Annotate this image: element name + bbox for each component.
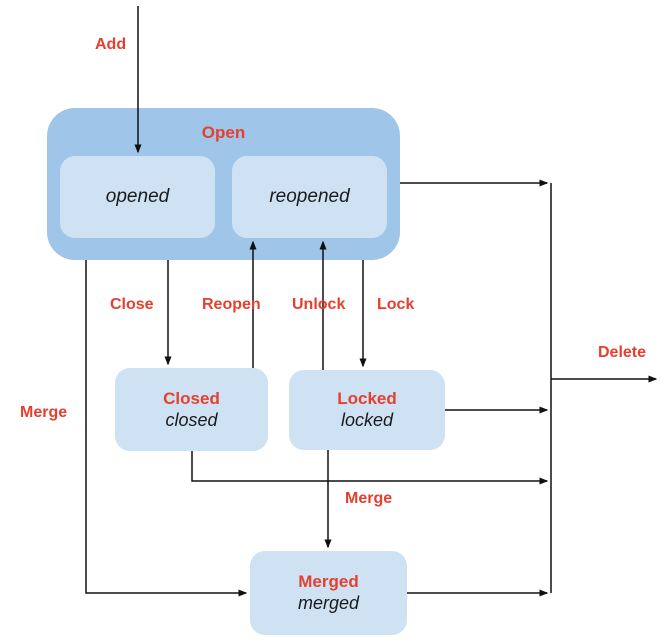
transition-label-add: Add bbox=[95, 36, 127, 53]
transition-label-merge-bottom: Merge bbox=[345, 490, 393, 507]
transition-label-delete: Delete bbox=[598, 344, 647, 361]
state-opened: opened bbox=[60, 156, 215, 238]
closed-to-delete-bus-arrow bbox=[191, 451, 549, 485]
state-merged-title: Merged bbox=[298, 572, 359, 592]
state-reopened-label: reopened bbox=[269, 186, 350, 207]
transition-label-lock: Lock bbox=[377, 296, 415, 313]
state-locked-subtitle: locked bbox=[340, 410, 394, 431]
state-reopened: reopened bbox=[232, 156, 387, 238]
state-opened-label: opened bbox=[105, 186, 170, 207]
transition-label-close: Close bbox=[110, 296, 154, 313]
open-group-box: Open opened reopened bbox=[47, 108, 400, 260]
transition-label-merge-left: Merge bbox=[20, 404, 68, 421]
state-closed-title: Closed bbox=[163, 388, 220, 408]
state-merged-subtitle: merged bbox=[297, 593, 360, 614]
state-merged: Merged merged bbox=[250, 551, 407, 635]
state-locked: Locked locked bbox=[289, 370, 445, 450]
transition-label-reopen: Reopen bbox=[202, 296, 261, 313]
state-closed: Closed closed bbox=[115, 368, 268, 451]
state-locked-title: Locked bbox=[337, 389, 397, 409]
state-closed-subtitle: closed bbox=[165, 409, 218, 430]
transition-label-unlock: Unlock bbox=[292, 296, 346, 313]
open-group-title: Open bbox=[201, 123, 246, 142]
